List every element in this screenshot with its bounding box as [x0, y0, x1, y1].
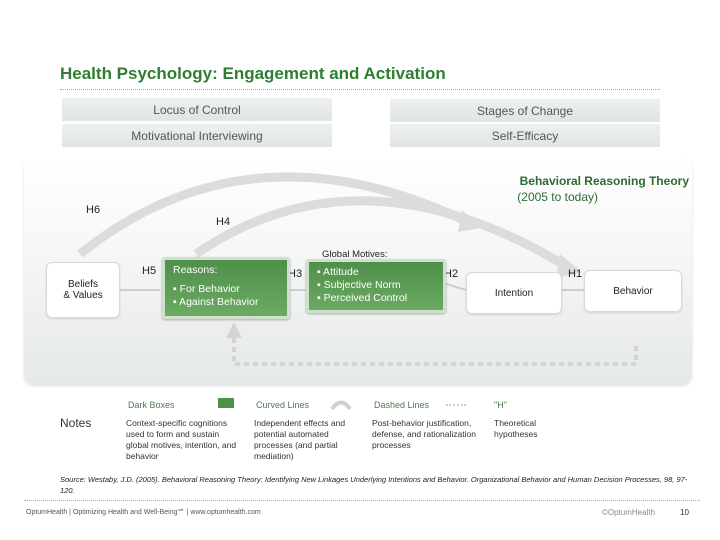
- legend-dashed-lines-head: Dashed Lines: [374, 400, 430, 410]
- page-title: Health Psychology: Engagement and Activa…: [60, 64, 446, 83]
- source-citation: Source: Westaby, J.D. (2005). Behavioral…: [60, 475, 688, 495]
- topic-motivational-interviewing: Motivational Interviewing: [62, 124, 332, 147]
- intention-label: Intention: [494, 287, 534, 299]
- title-divider: [60, 89, 660, 90]
- hypothesis-h2: H2: [444, 268, 459, 280]
- h6-curve: [77, 172, 470, 258]
- hypothesis-h6: H6: [86, 204, 101, 216]
- reasons-item: ▪ Against Behavior: [173, 296, 259, 308]
- legend-dark-boxes-desc: Context-specific cognitions used to form…: [126, 418, 237, 461]
- brt-subtitle: (2005 to today): [517, 190, 598, 204]
- reasons-item: ▪ For Behavior: [173, 283, 240, 295]
- global-motives-item: ▪ Attitude: [317, 266, 359, 278]
- intention-box: Intention: [466, 272, 562, 314]
- reasons-box: Reasons: ▪ For Behavior ▪ Against Behavi…: [162, 257, 290, 319]
- dark-box-swatch: [218, 398, 234, 408]
- h4-arrowhead: [556, 254, 582, 278]
- h4-curve: [193, 196, 569, 270]
- legend-curved-lines-desc: Independent effects and potential automa…: [254, 418, 346, 461]
- hypothesis-h5: H5: [142, 265, 157, 277]
- legend-dashed-lines-desc: Post-behavior justification, defense, an…: [372, 418, 476, 450]
- topic-locus-of-control: Locus of Control: [62, 98, 332, 121]
- footer-text: OptumHealth | Optimizing Health and Well…: [26, 509, 261, 516]
- beliefs-values-box: Beliefs & Values: [46, 262, 120, 318]
- dashed-line-swatch: [446, 404, 466, 406]
- beliefs-label: Beliefs: [67, 279, 98, 290]
- page-number: 10: [680, 508, 689, 517]
- footer-brand: ©OptumHealth: [602, 508, 656, 517]
- legend-h-desc: Theoretical hypotheses: [494, 418, 538, 439]
- global-motives-item: ▪ Subjective Norm: [317, 279, 401, 291]
- legend-h-head: "H": [494, 400, 507, 410]
- curved-line-swatch: [330, 400, 352, 410]
- brt-title: Behavioral Reasoning Theory: [519, 174, 689, 188]
- hypothesis-h1: H1: [568, 268, 583, 280]
- feedback-arrowhead: [226, 322, 242, 338]
- legend-dark-boxes-head: Dark Boxes: [128, 400, 175, 410]
- behavior-box: Behavior: [584, 270, 682, 312]
- behavior-label: Behavior: [613, 285, 653, 297]
- hypothesis-h3: H3: [288, 268, 303, 280]
- notes-label: Notes: [60, 416, 92, 430]
- topic-self-efficacy: Self-Efficacy: [390, 124, 660, 147]
- hypothesis-h4: H4: [216, 216, 231, 228]
- values-label: & Values: [63, 290, 103, 301]
- topic-stages-of-change: Stages of Change: [390, 99, 660, 122]
- legend-curved-lines-head: Curved Lines: [256, 400, 310, 410]
- global-motives-box: ▪ Attitude ▪ Subjective Norm ▪ Perceived…: [306, 259, 446, 313]
- global-motives-item: ▪ Perceived Control: [317, 292, 408, 304]
- reasons-title: Reasons:: [173, 264, 218, 276]
- feedback-dashed-line: [232, 334, 638, 366]
- global-motives-title: Global Motives:: [322, 249, 388, 260]
- footer-divider: [24, 500, 700, 501]
